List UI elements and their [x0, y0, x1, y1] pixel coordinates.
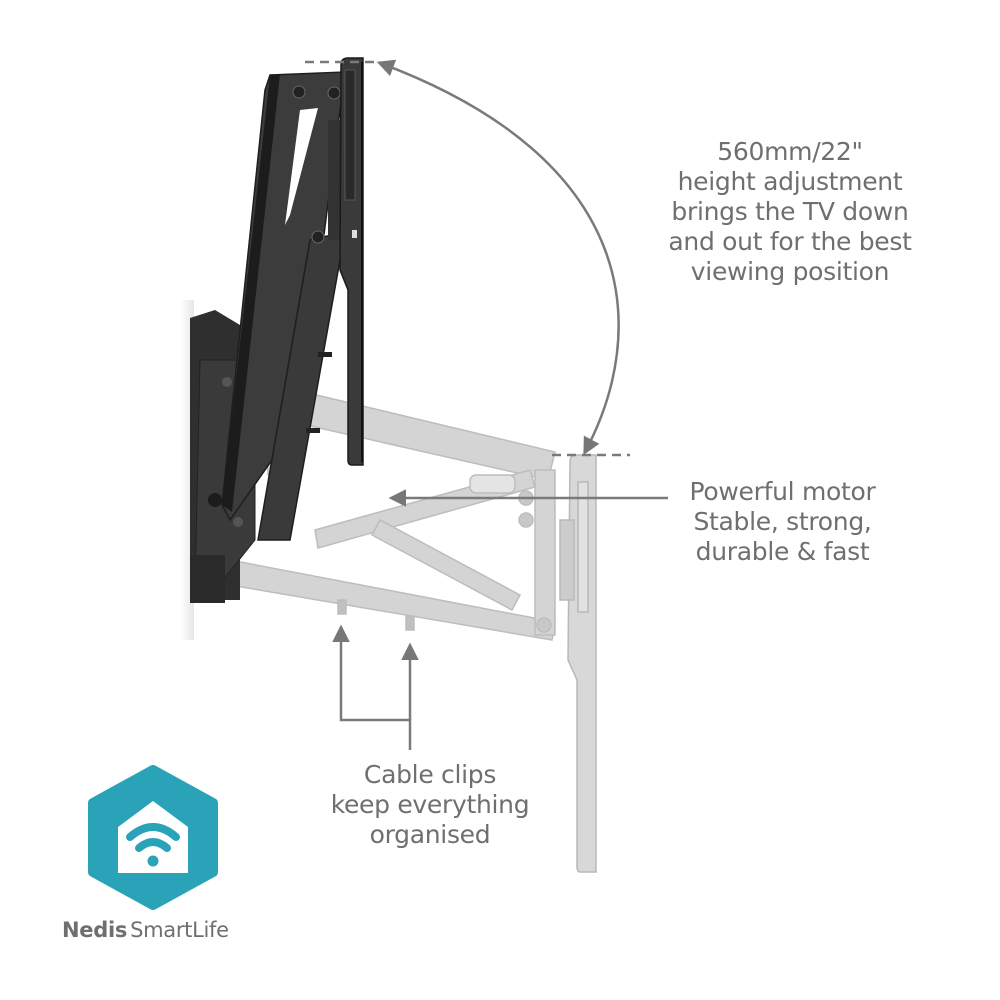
callout-line: viewing position — [690, 257, 890, 286]
callout-line: durable & fast — [695, 537, 870, 566]
smartlife-logo — [60, 765, 260, 914]
tv-lowered-ghost — [559, 454, 597, 873]
callout-line: Powerful motor — [689, 477, 876, 506]
mount-raised — [190, 71, 350, 603]
callout-line: and out for the best — [668, 227, 912, 256]
mount-lowered-ghost — [229, 381, 556, 641]
callout-powerful-motor: Powerful motor Stable, strong, durable &… — [660, 477, 905, 567]
house-wifi-hexagon-icon — [88, 765, 218, 910]
callout-height-adjustment: 560mm/22" height adjustment brings the T… — [640, 137, 940, 287]
tv-raised — [339, 57, 364, 466]
callout-line: organised — [369, 820, 491, 849]
callout-cable-clips: Cable clips keep everything organised — [300, 760, 560, 850]
callout-line: brings the TV down — [671, 197, 909, 226]
callout-line: keep everything — [330, 790, 530, 819]
callout-line: Cable clips — [363, 760, 497, 789]
callout-line: 560mm/22" — [717, 137, 863, 166]
callout-line: height adjustment — [677, 167, 903, 196]
annotation-lines — [305, 59, 668, 750]
brand-nedis: Nedis — [62, 918, 128, 942]
callout-line: Stable, strong, — [693, 507, 872, 536]
brand-smartlife: SmartLife — [130, 918, 229, 942]
